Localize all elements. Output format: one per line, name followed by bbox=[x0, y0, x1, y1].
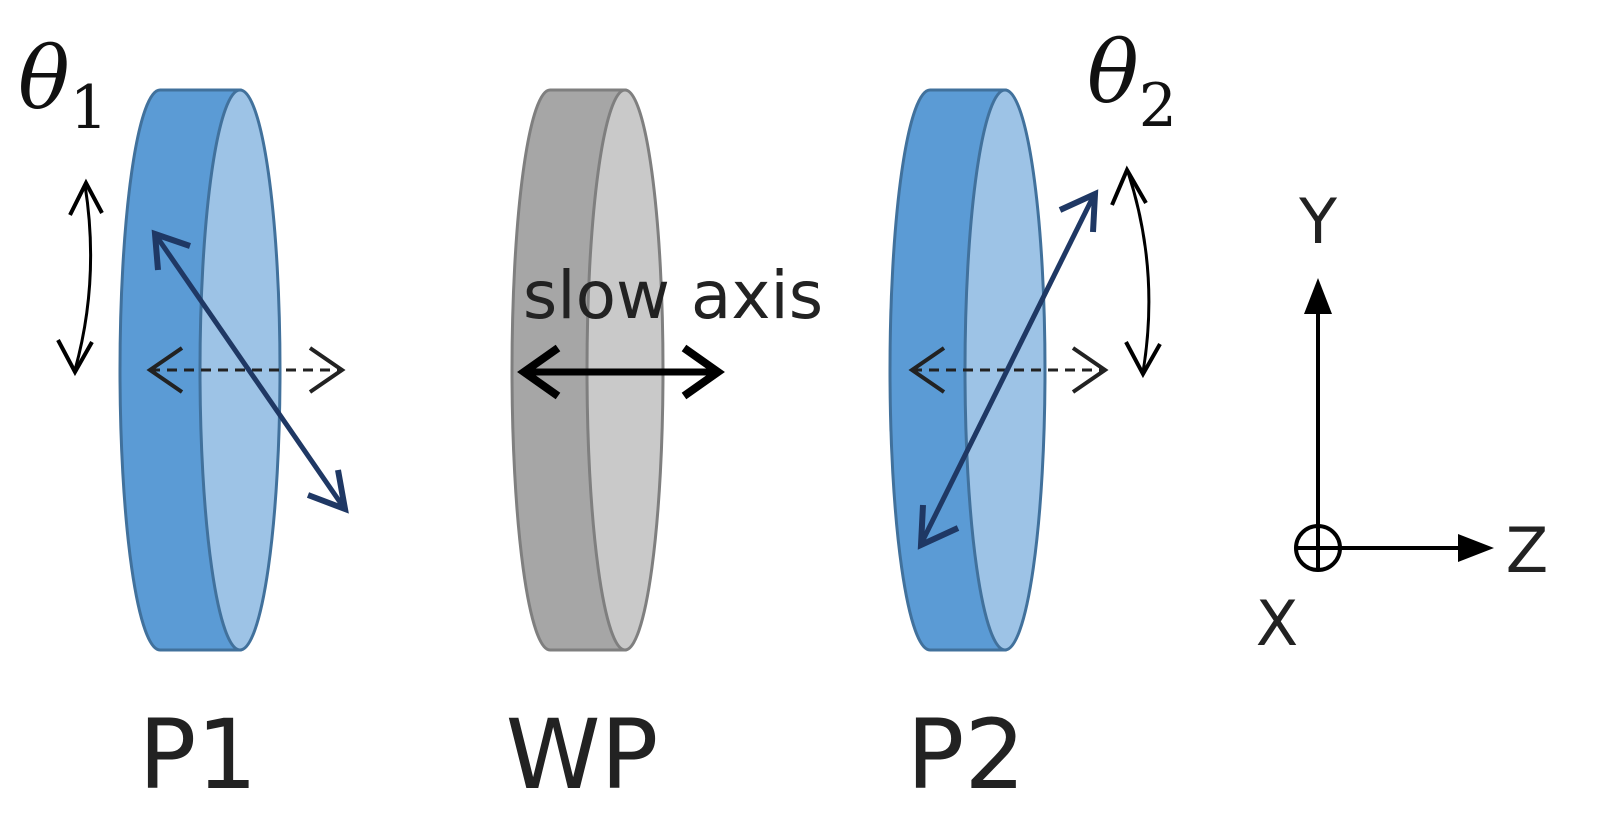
x-axis-into-page-icon bbox=[1294, 524, 1342, 572]
y-axis-label: Y bbox=[1298, 185, 1337, 258]
z-axis-arrowhead bbox=[1458, 534, 1494, 562]
p2-polarization-arrow bbox=[917, 189, 1099, 550]
x-axis-label: X bbox=[1256, 587, 1298, 660]
theta1-label: θ1 bbox=[18, 29, 108, 143]
wp-slow-axis-arrow bbox=[517, 344, 725, 400]
coordinate-axes: Y Z X bbox=[1256, 185, 1548, 660]
polarizer-p1 bbox=[118, 88, 282, 652]
p1-polarization-arrow bbox=[151, 229, 349, 514]
theta2-rotation-arrow bbox=[1110, 165, 1162, 379]
p2-dashed-reference-arrow bbox=[908, 346, 1109, 394]
y-axis-arrowhead bbox=[1304, 278, 1332, 314]
slow-axis-label: slow axis bbox=[523, 257, 823, 334]
z-axis-label: Z bbox=[1506, 514, 1548, 587]
wp-label: WP bbox=[506, 699, 659, 811]
p2-label: P2 bbox=[907, 699, 1026, 811]
theta2-label: θ2 bbox=[1087, 23, 1177, 141]
p1-dashed-reference-arrow bbox=[146, 346, 346, 394]
p1-label: P1 bbox=[139, 699, 258, 811]
theta1-rotation-arrow bbox=[56, 178, 104, 377]
